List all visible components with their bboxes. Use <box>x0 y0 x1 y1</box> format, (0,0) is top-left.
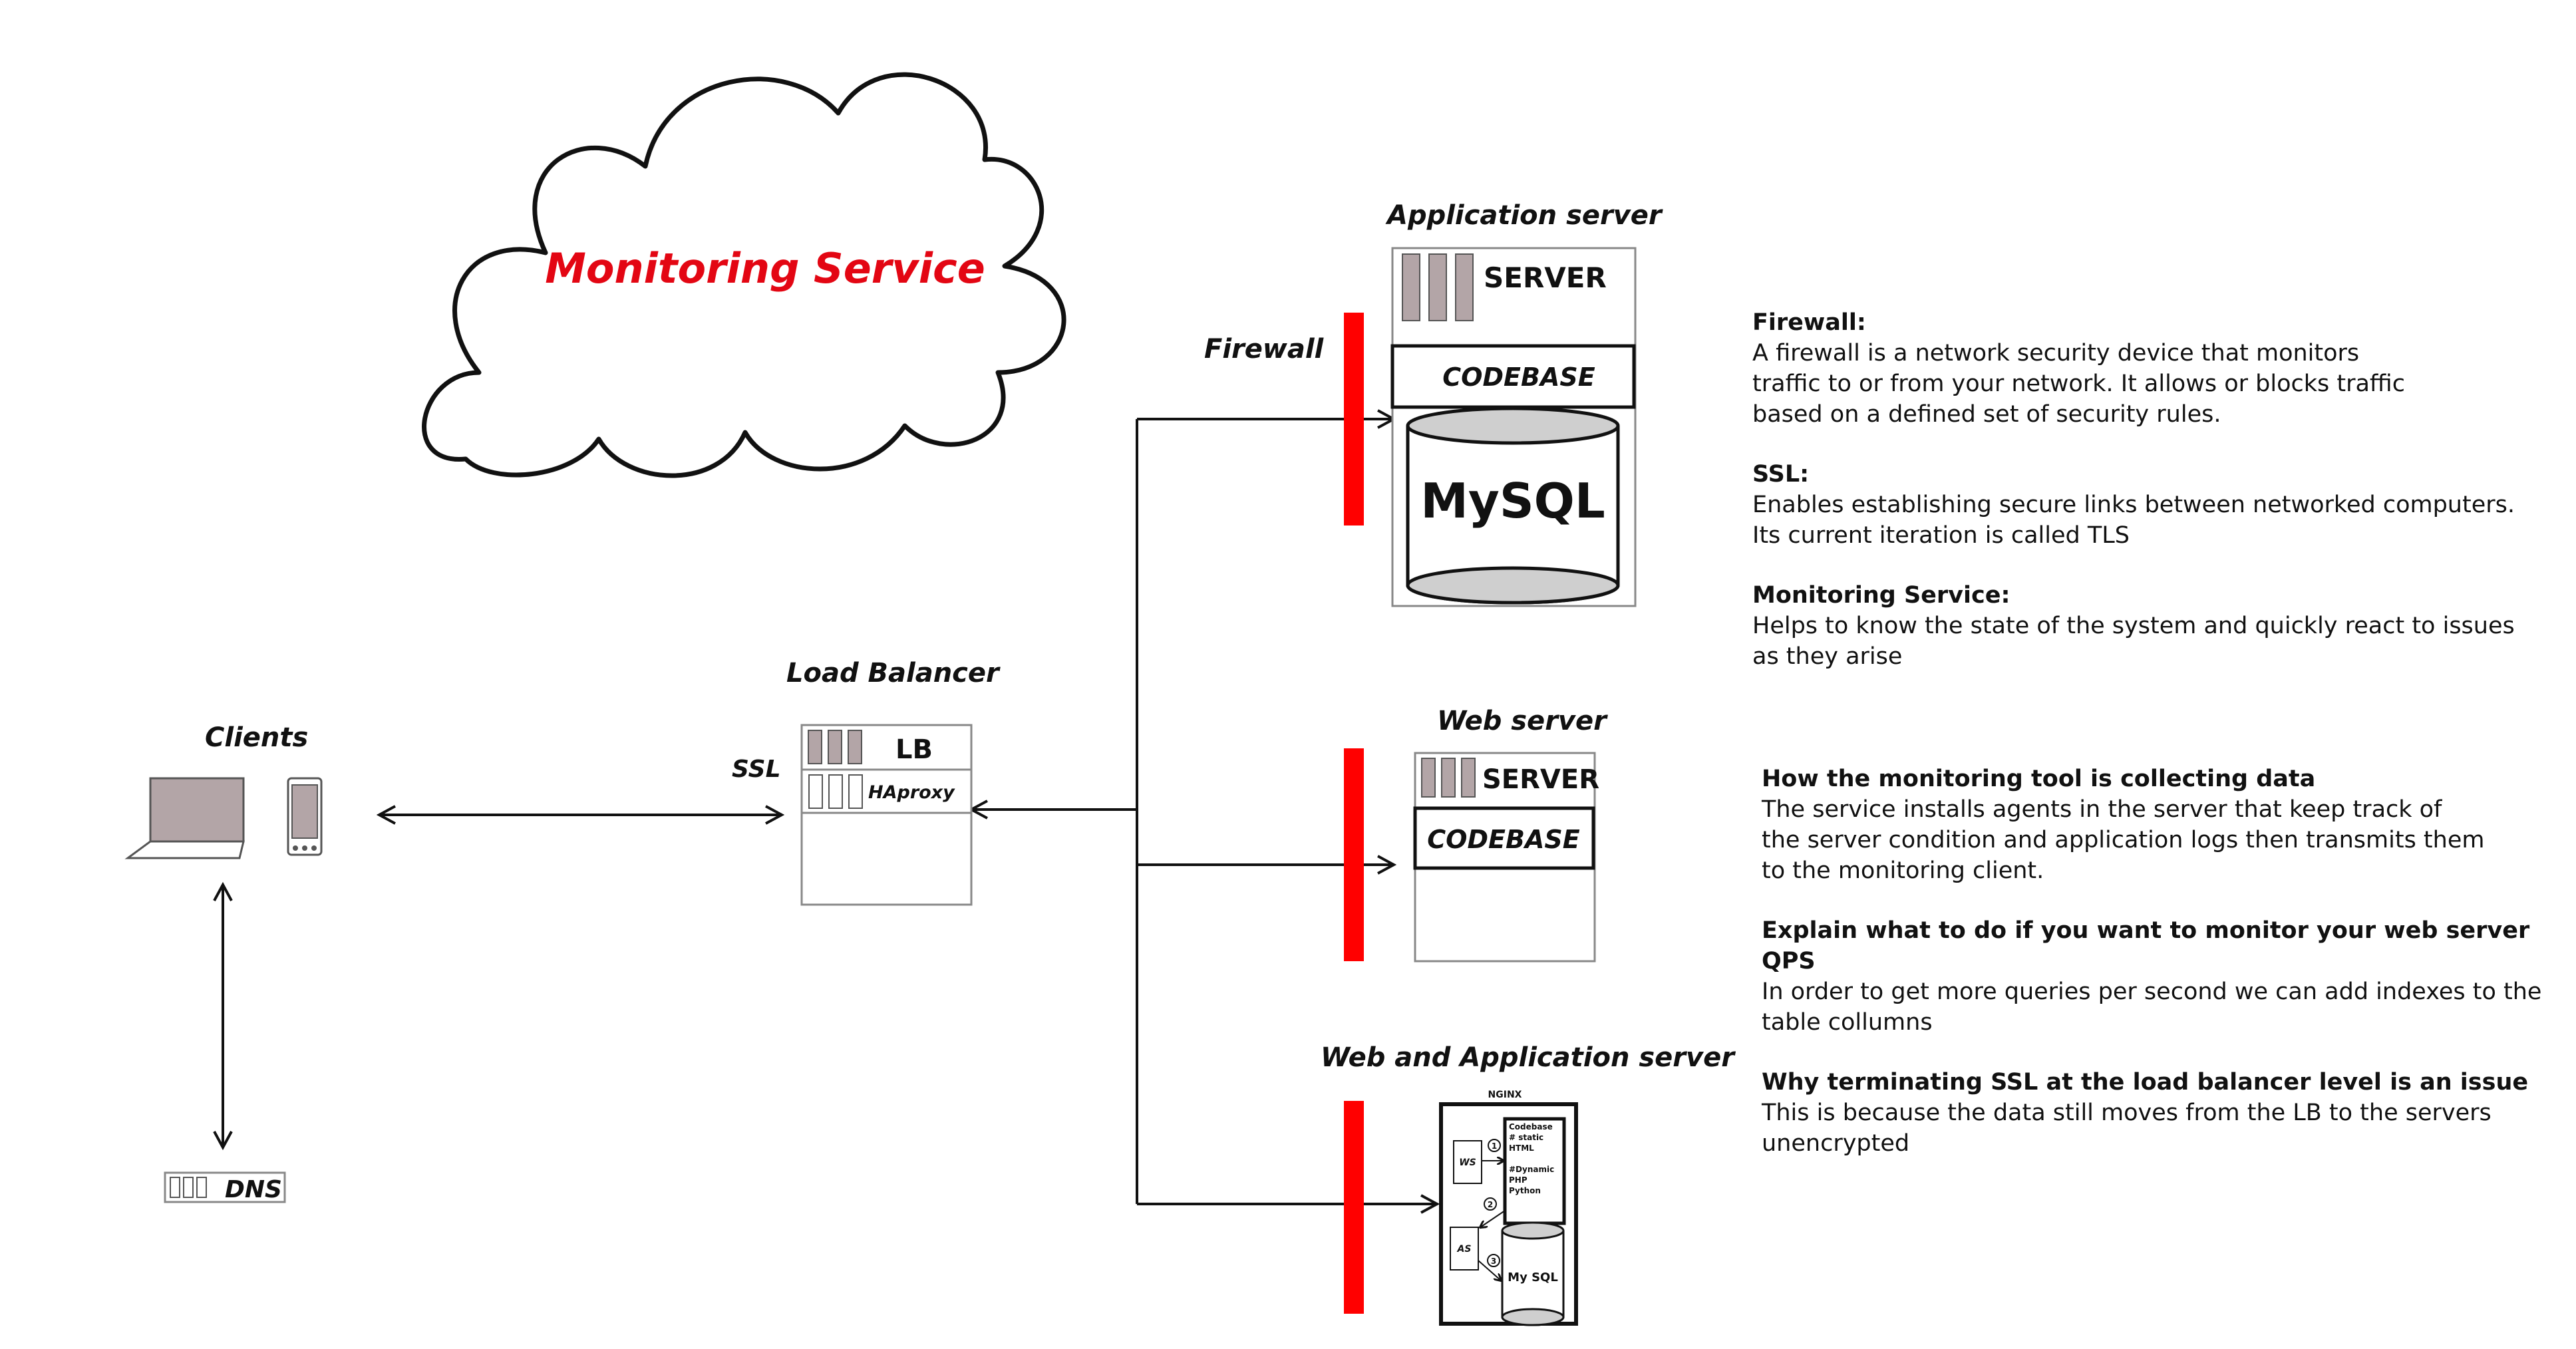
haproxy-label: HAproxy <box>868 782 955 803</box>
app-server-title: Application server <box>1385 200 1663 231</box>
notes-top: Firewall: A firewall is a network securi… <box>1752 307 2551 672</box>
web-codebase-label: CODEBASE <box>1427 825 1579 854</box>
laptop-icon <box>124 777 245 859</box>
application-server: Application server SERVER CODEBASE MySQL <box>1385 200 1663 607</box>
web-codebase-box <box>1413 806 1595 870</box>
ws-label: WS <box>1459 1157 1476 1168</box>
web-server: Web server SERVER CODEBASE <box>1413 706 1608 963</box>
clients-title: Clients <box>205 722 308 753</box>
as-label: AS <box>1457 1244 1472 1255</box>
codebase-text-1: Codebase <box>1509 1122 1553 1131</box>
mysql-database-icon: MySQL <box>1406 406 1620 605</box>
note-heading: Explain what to do if you want to monito… <box>1762 917 2530 974</box>
codebase-text-2: # static <box>1509 1133 1543 1142</box>
load-balancer-title: Load Balancer <box>786 658 1001 688</box>
app-server-label: SERVER <box>1484 261 1607 294</box>
clients: Clients <box>124 722 323 859</box>
firewall-bar-webapp <box>1344 1101 1364 1314</box>
note-body: Helps to know the state of the system an… <box>1752 613 2515 670</box>
step-2-label: 2 <box>1488 1200 1493 1209</box>
phone-icon <box>287 777 323 856</box>
firewall-bar-app <box>1344 313 1364 525</box>
step-3-label: 3 <box>1491 1257 1496 1266</box>
dynamic-text-1: #Dynamic <box>1509 1165 1554 1174</box>
ssl-label: SSL <box>732 756 781 783</box>
note-heading: How the monitoring tool is collecting da… <box>1762 766 2316 792</box>
webapp-server-title: Web and Application server <box>1321 1042 1736 1073</box>
dynamic-text-3: Python <box>1509 1186 1541 1195</box>
dns-server: DNS <box>164 1171 286 1203</box>
note-heading: Monitoring Service: <box>1752 582 2011 609</box>
codebase-text-3: HTML <box>1509 1143 1534 1153</box>
nginx-label: NGINX <box>1488 1090 1522 1100</box>
notes-bottom: How the monitoring tool is collecting da… <box>1762 764 2567 1159</box>
note-body: In order to get more queries per second … <box>1762 978 2542 1036</box>
monitoring-service-label: Monitoring Service <box>545 244 985 293</box>
lb-label: LB <box>895 734 933 765</box>
note-body: Enables establishing secure links betwee… <box>1752 492 2515 549</box>
monitoring-service-cloud: Monitoring Service <box>422 72 1066 478</box>
dynamic-text-2: PHP <box>1509 1175 1528 1185</box>
load-balancer: Load Balancer LB HAproxy SSL <box>732 658 1001 906</box>
note-heading: Why terminating SSL at the load balancer… <box>1762 1069 2529 1096</box>
note-body: This is because the data still moves fro… <box>1762 1100 2492 1157</box>
webapp-db-label: My SQL <box>1508 1271 1558 1284</box>
app-codebase-label: CODEBASE <box>1442 363 1595 392</box>
app-db-label: MySQL <box>1420 473 1605 529</box>
web-server-title: Web server <box>1437 706 1608 736</box>
web-and-application-server: Web and Application server NGINX WS Code… <box>1321 1042 1736 1326</box>
note-body: A firewall is a network security device … <box>1752 340 2406 428</box>
note-heading: SSL: <box>1752 461 1810 488</box>
dns-label: DNS <box>225 1176 282 1203</box>
network-connectors <box>971 419 1437 1204</box>
step-1-label: 1 <box>1492 1141 1497 1151</box>
note-heading: Firewall: <box>1752 309 1866 336</box>
note-body: The service installs agents in the serve… <box>1762 796 2485 884</box>
firewall-bar-web <box>1344 748 1364 961</box>
web-server-label: SERVER <box>1482 764 1599 795</box>
firewall-label: Firewall <box>1204 334 1325 365</box>
